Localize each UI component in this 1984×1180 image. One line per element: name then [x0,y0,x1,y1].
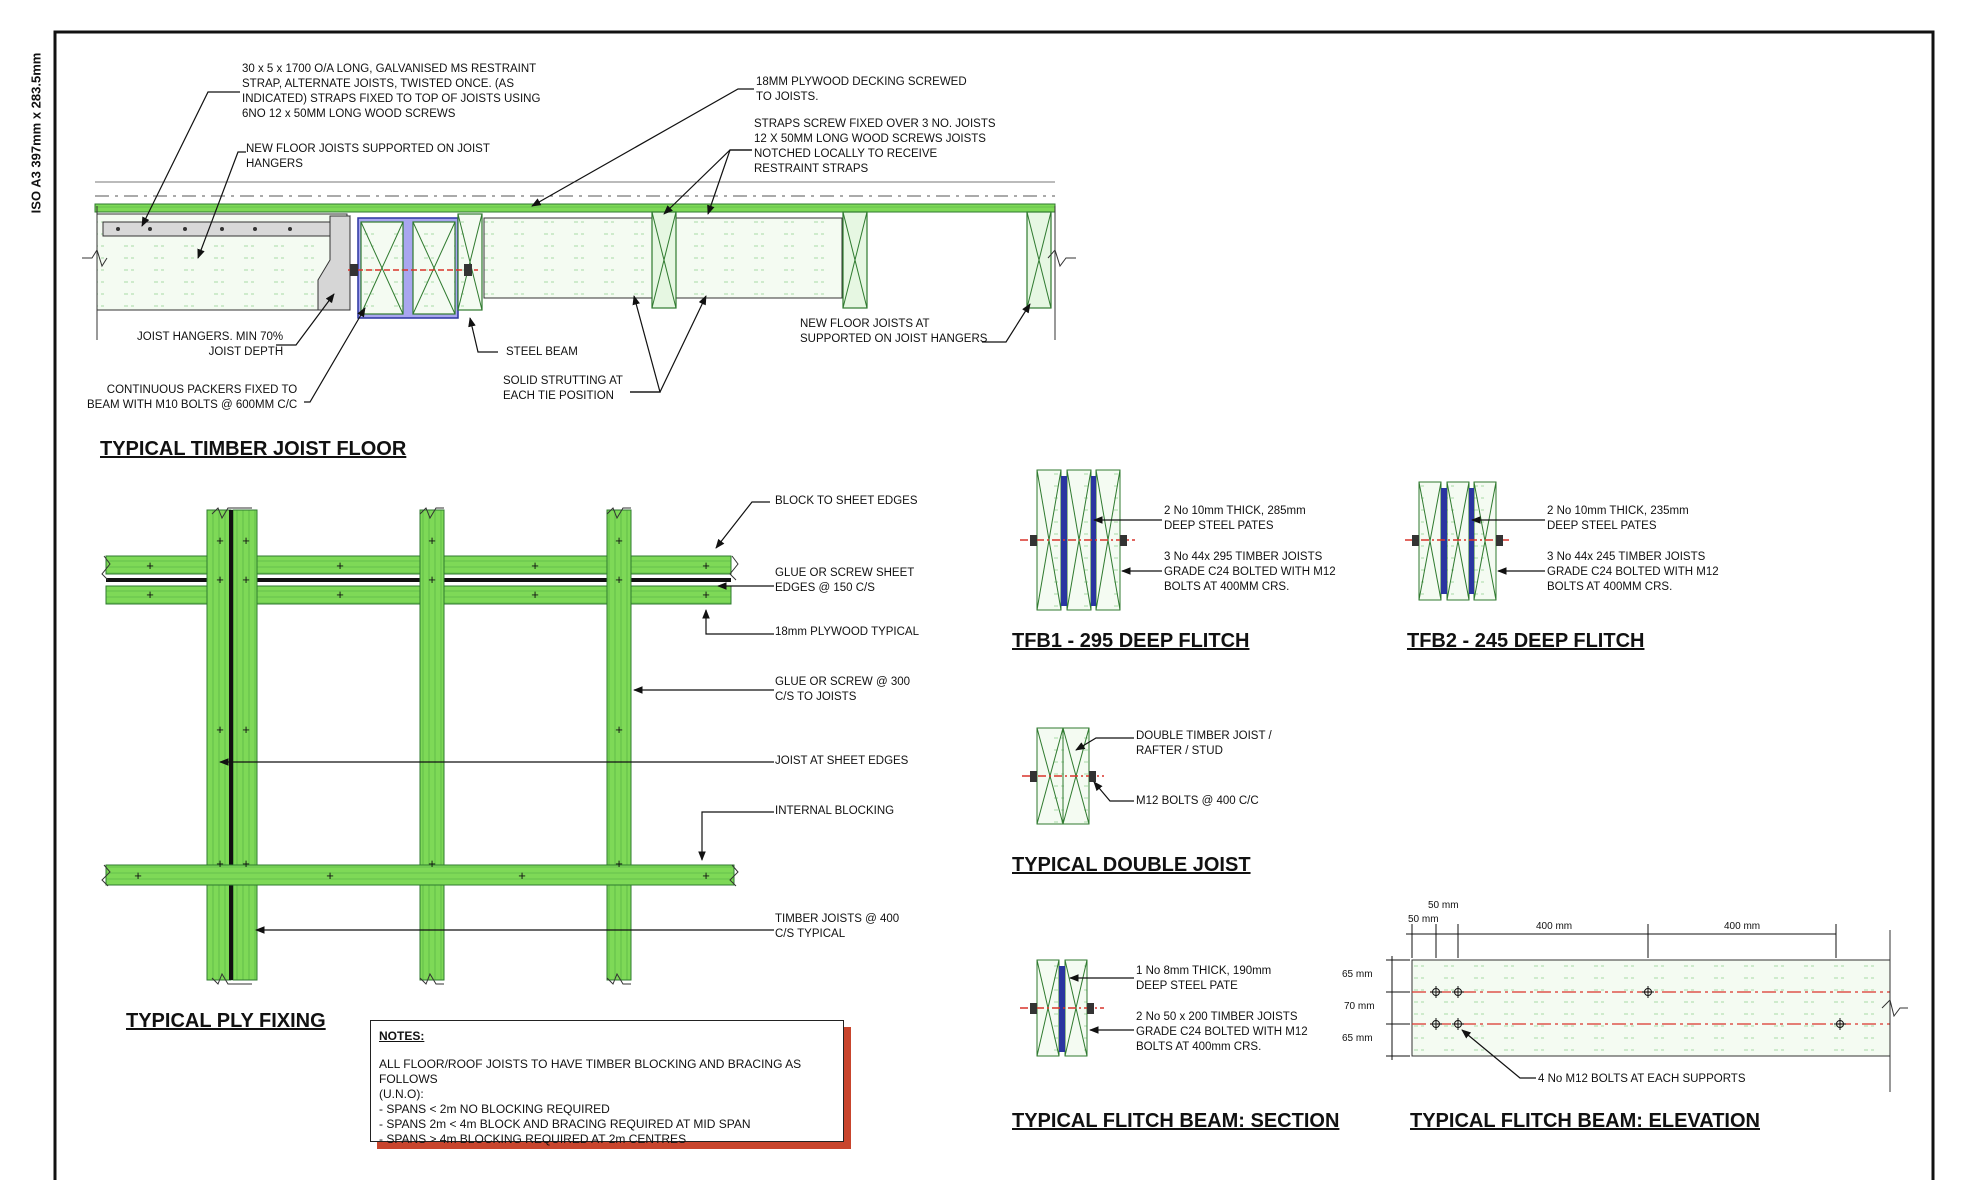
label-plywood-typical: 18mm PLYWOOD TYPICAL [775,626,919,638]
svg-text:+: + [428,533,436,548]
label-glue-joists: GLUE OR SCREW @ 300 C/S TO JOISTS [775,676,911,703]
label-internal-blocking: INTERNAL BLOCKING [775,805,895,817]
tfb1-section-drawing [1020,469,1162,611]
double-joist-drawing [1022,727,1134,825]
svg-text:+: + [146,587,154,602]
title-tfb1: TFB1 - 295 DEEP FLITCH [1012,630,1250,652]
sheet-size-label: ISO A3 397mm x 283.5mm [14,40,58,225]
double-joist-label-bolts: M12 BOLTS @ 400 C/C [1136,795,1259,807]
section-label-joists: 2 No 50 x 200 TIMBER JOISTS GRADE C24 BO… [1136,1011,1308,1053]
svg-text:+: + [428,856,436,871]
svg-text:+: + [615,572,623,587]
dim-70: 70 mm [1344,1001,1375,1012]
notes-box: NOTES: ALL FLOOR/ROOF JOISTS TO HAVE TIM… [370,1020,844,1146]
title-flitch-section: TYPICAL FLITCH BEAM: SECTION [1012,1110,1340,1132]
svg-text:+: + [242,533,250,548]
svg-text:+: + [518,868,526,883]
double-joist-label-joist: DOUBLE TIMBER JOIST / RAFTER / STUD [1136,730,1272,757]
svg-text:+: + [242,572,250,587]
svg-text:+: + [242,856,250,871]
label-joist-hangers: JOIST HANGERS. MIN 70% JOIST DEPTH [137,331,284,358]
label-restraint-strap: 30 x 5 x 1700 O/A LONG, GALVANISED MS RE… [242,63,541,120]
label-glue-edges: GLUE OR SCREW SHEET EDGES @ 150 C/S [775,567,915,594]
svg-text:+: + [531,587,539,602]
sheet-size-text: ISO A3 397mm x 283.5mm [28,52,44,213]
svg-text:+: + [702,587,710,602]
svg-text:+: + [615,722,623,737]
tfb1-label-plates: 2 No 10mm THICK, 285mm DEEP STEEL PATES [1164,505,1306,532]
svg-text:+: + [242,722,250,737]
dim-50-top: 50 mm [1428,900,1459,911]
notes-body: ALL FLOOR/ROOF JOISTS TO HAVE TIMBER BLO… [379,1057,802,1146]
label-straps-screw: STRAPS SCREW FIXED OVER 3 NO. JOISTS 12 … [754,118,996,175]
notes-heading: NOTES: [379,1029,425,1043]
flitch-elevation-drawing [1386,924,1908,1092]
label-new-joists-at: NEW FLOOR JOISTS AT SUPPORTED ON JOIST H… [800,318,988,345]
label-plywood-decking: 18MM PLYWOOD DECKING SCREWED TO JOISTS. [756,76,967,103]
svg-text:+: + [702,558,710,573]
title-ply-fixing: TYPICAL PLY FIXING [126,1010,326,1032]
svg-text:+: + [615,856,623,871]
svg-text:+: + [531,558,539,573]
tfb2-section-drawing [1405,481,1545,601]
label-new-joists: NEW FLOOR JOISTS SUPPORTED ON JOIST HANG… [246,143,490,170]
dim-65-bot: 65 mm [1342,1033,1373,1044]
svg-text:+: + [326,868,334,883]
elevation-label-bolts: 4 No M12 BOLTS AT EACH SUPPORTS [1538,1073,1746,1085]
dim-65-top: 65 mm [1342,969,1373,980]
label-steel-beam: STEEL BEAM [506,346,578,358]
label-strutting: SOLID STRUTTING AT EACH TIE POSITION [503,375,623,402]
section-label-plate: 1 No 8mm THICK, 190mm DEEP STEEL PATE [1136,965,1272,992]
label-packers: CONTINUOUS PACKERS FIXED TO BEAM WITH M1… [87,384,298,411]
dim-400-b: 400 mm [1724,921,1761,932]
label-joist-edges: JOIST AT SHEET EDGES [775,755,909,767]
svg-text:+: + [216,572,224,587]
title-timber-joist-floor: TYPICAL TIMBER JOIST FLOOR [100,438,407,460]
svg-text:+: + [336,558,344,573]
label-timber-joists: TIMBER JOISTS @ 400 C/S TYPICAL [775,913,900,940]
svg-text:+: + [216,856,224,871]
sheet-border [53,30,1935,1180]
svg-text:+: + [146,558,154,573]
tfb2-label-plates: 2 No 10mm THICK, 235mm DEEP STEEL PATES [1547,505,1689,532]
svg-text:+: + [216,533,224,548]
title-tfb2: TFB2 - 245 DEEP FLITCH [1407,630,1645,652]
ply-fixing-drawing: + + + + + + + + + + + + + + + + + + + + + + + + + + + [101,501,774,985]
dim-50: 50 mm [1408,914,1439,925]
label-block-edges: BLOCK TO SHEET EDGES [775,495,918,507]
title-double-joist: TYPICAL DOUBLE JOIST [1012,854,1251,876]
timber-joist-floor-drawing [82,88,1076,403]
tfb2-label-joists: 3 No 44x 245 TIMBER JOISTS GRADE C24 BOL… [1547,551,1719,593]
dim-400-a: 400 mm [1536,921,1573,932]
flitch-section-drawing [1020,959,1134,1057]
svg-text:+: + [428,572,436,587]
svg-text:+: + [134,868,142,883]
svg-text:+: + [615,533,623,548]
tfb1-label-joists: 3 No 44x 295 TIMBER JOISTS GRADE C24 BOL… [1164,551,1336,593]
svg-text:+: + [216,722,224,737]
title-flitch-elevation: TYPICAL FLITCH BEAM: ELEVATION [1410,1110,1760,1132]
svg-text:+: + [336,587,344,602]
svg-text:+: + [702,868,710,883]
